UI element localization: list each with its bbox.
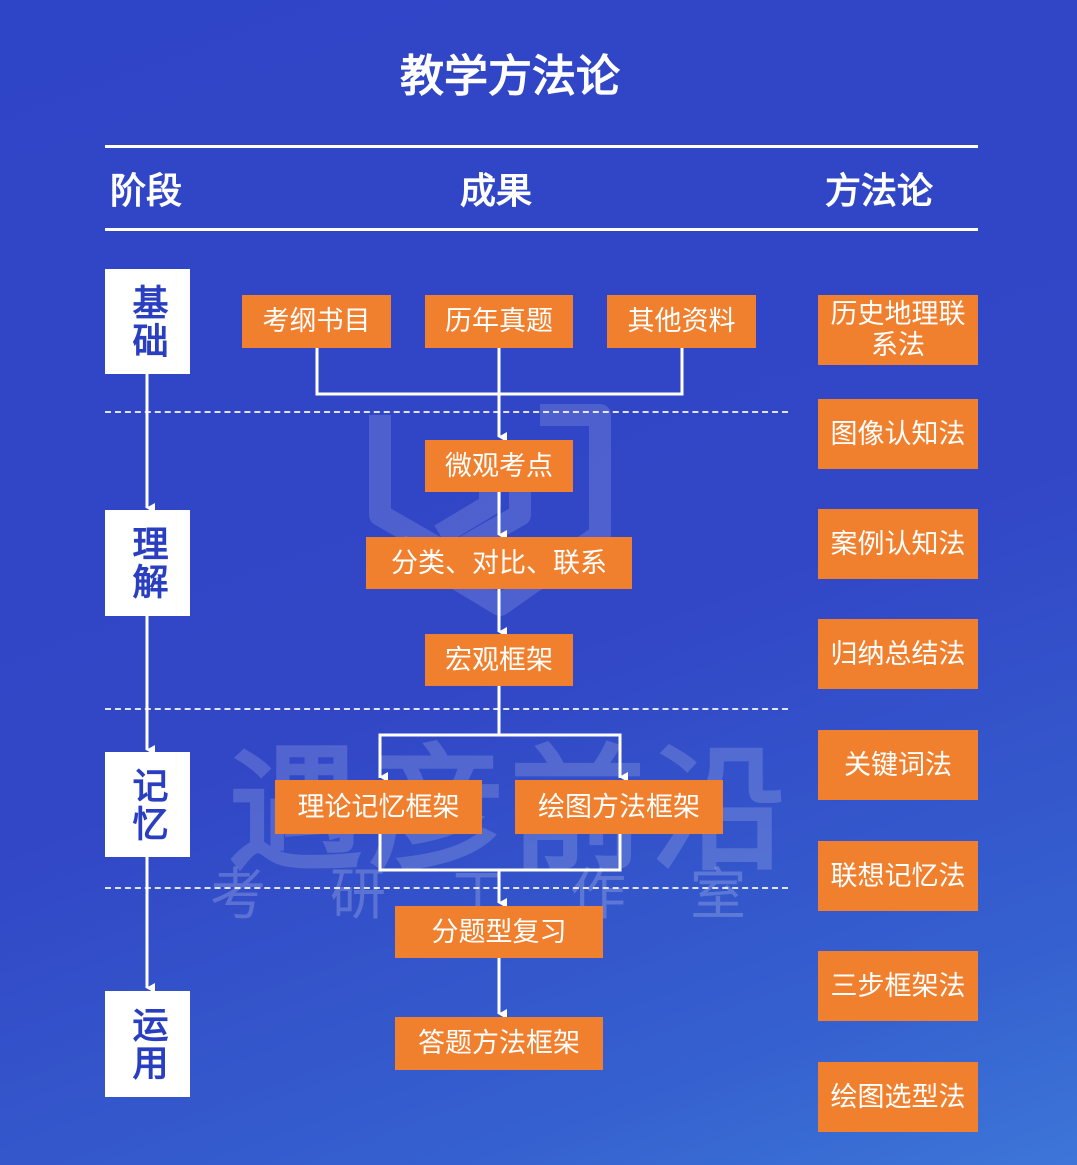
stage-divider [105, 708, 788, 710]
result-box-syllabus-books: 考纲书目 [242, 295, 391, 348]
method-box-history-geography: 历史地理联系法 [818, 295, 978, 365]
stage-memorize: 记忆 [105, 752, 190, 857]
method-box-three-step: 三步框架法 [818, 951, 978, 1021]
stage-divider [105, 887, 788, 889]
stage-basic: 基础 [105, 269, 190, 374]
method-box-case-cognition: 案例认知法 [818, 509, 978, 579]
column-header-method: 方法论 [825, 170, 934, 212]
result-box-micro-points: 微观考点 [425, 440, 573, 492]
result-box-past-exams: 历年真题 [425, 295, 573, 348]
result-box-answer-framework: 答题方法框架 [395, 1017, 603, 1070]
stage-understand: 理解 [105, 510, 190, 616]
stage-apply: 运用 [105, 991, 190, 1097]
result-box-other-materials: 其他资料 [607, 295, 756, 348]
method-box-keyword: 关键词法 [818, 730, 978, 800]
header-bottom-line [105, 228, 978, 231]
column-header-result: 成果 [460, 170, 533, 212]
stage-divider [105, 411, 788, 413]
result-box-topic-review: 分题型复习 [395, 906, 603, 958]
result-box-drawing-method: 绘图方法框架 [515, 780, 723, 834]
result-box-theory-memory: 理论记忆框架 [275, 780, 482, 834]
column-header-stage: 阶段 [110, 170, 183, 212]
method-box-induction-summary: 归纳总结法 [818, 619, 978, 689]
method-box-image-cognition: 图像认知法 [818, 399, 978, 469]
page-title: 教学方法论 [400, 51, 620, 102]
method-box-association-memory: 联想记忆法 [818, 841, 978, 911]
result-box-classify-compare: 分类、对比、联系 [366, 537, 632, 589]
result-box-macro-framework: 宏观框架 [425, 634, 573, 686]
header-top-line [105, 145, 978, 148]
method-box-drawing-selection: 绘图选型法 [818, 1062, 978, 1132]
